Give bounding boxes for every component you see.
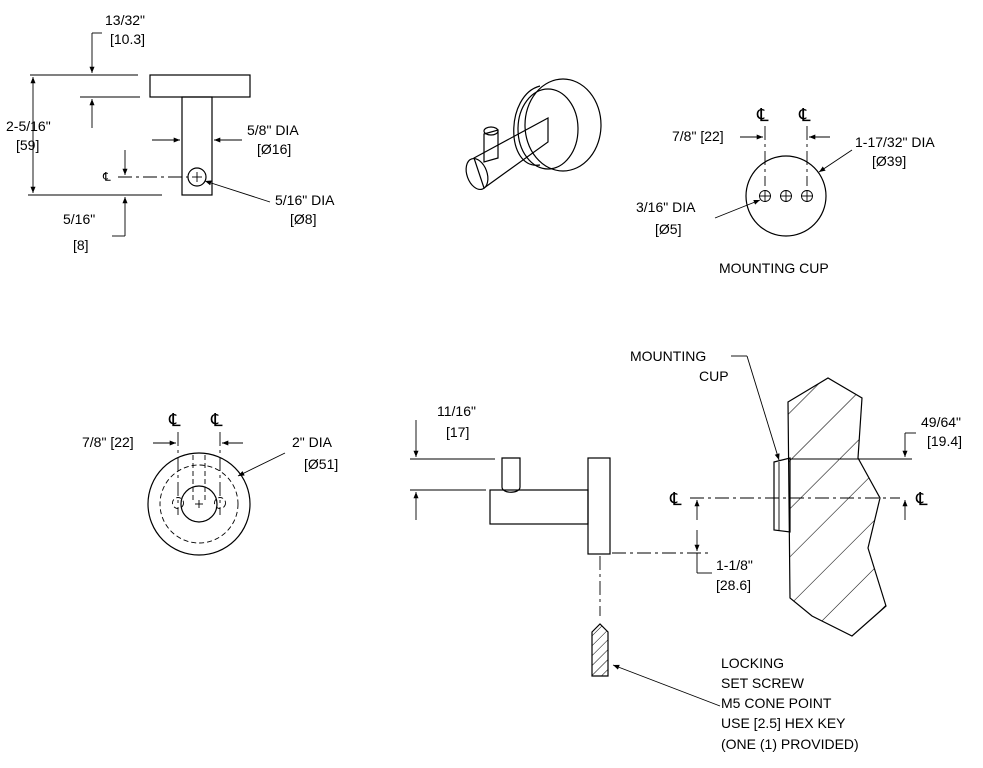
screw-note-line-3: M5 CONE POINT (721, 695, 832, 711)
side-offset-dim: 5/16" (63, 211, 95, 227)
set-screw (591, 623, 609, 677)
rear-centerline-mark-right: ℄ (210, 410, 223, 430)
screw-note-line-2: SET SCREW (721, 675, 805, 691)
iso-flange-front (517, 88, 579, 170)
rear-post-circle (180, 485, 218, 523)
rear-view: ℄ ℄ 7/8" [22] 2" DIA [Ø51] (82, 410, 338, 556)
side-height-dim: 2-5/16" (6, 118, 51, 134)
install-wall-offset: 49/64" (921, 414, 961, 430)
install-height-dim-mm: [28.6] (716, 577, 751, 593)
screw-note-line-4: USE [2.5] HEX KEY (721, 715, 846, 731)
side-hole-dia: 5/16" DIA (275, 192, 335, 208)
install-flange (587, 457, 611, 555)
side-hole-dia-mm: [Ø8] (290, 211, 316, 227)
rear-centerline-mark-left: ℄ (168, 410, 181, 430)
cup-hole-dia-mm: [Ø5] (655, 221, 681, 237)
side-top-dim-mm: [10.3] (110, 31, 145, 47)
install-post-dim-mm: [17] (446, 424, 469, 440)
cup-caption: MOUNTING CUP (719, 260, 829, 276)
cup-centerline-mark-right: ℄ (798, 105, 811, 125)
isometric-view (465, 78, 602, 191)
cup-outer-dia: 1-17/32" DIA (855, 134, 935, 150)
install-height-dim: 1-1/8" (716, 557, 753, 573)
side-centerline-mark: ℄ (102, 170, 111, 184)
install-centerline-mark-right: ℄ (915, 489, 928, 509)
rear-outer-dia-mm: [Ø51] (304, 456, 338, 472)
install-wall-offset-mm: [19.4] (927, 433, 962, 449)
install-post-dim: 11/16" (437, 403, 476, 419)
rear-outer-circle (147, 452, 251, 556)
cup-outer-dia-mm: [Ø39] (872, 153, 906, 169)
rear-outer-dia: 2" DIA (292, 434, 333, 450)
screw-note-line-1: LOCKING (721, 655, 784, 671)
side-post-dia: 5/8" DIA (247, 122, 299, 138)
side-top-dim: 13/32" (105, 12, 145, 28)
install-arm (489, 489, 589, 525)
side-offset-dim-mm: [8] (73, 237, 89, 253)
install-post (501, 457, 521, 493)
side-post (181, 96, 213, 196)
mounting-cup-view: ℄ ℄ 7/8" [22] 1-17/32" DIA [Ø39] 3/16" D… (636, 105, 935, 276)
install-mounting-cup (773, 457, 791, 533)
install-view: ℄ ℄ 11/16" [17] 1-1/8" [28.6] 49/64" [19… (410, 348, 962, 752)
cup-outline (745, 155, 827, 237)
cup-holes (759, 190, 813, 202)
cup-centerline-mark-left: ℄ (756, 105, 769, 125)
iso-flange-back (524, 78, 602, 172)
screw-note-line-5: (ONE (1) PROVIDED) (721, 736, 859, 752)
install-centerline-mark-left: ℄ (669, 489, 682, 509)
side-post-dia-mm: [Ø16] (257, 141, 291, 157)
wall-section (787, 377, 887, 637)
iso-post (483, 129, 499, 163)
install-mounting-cup-label-2: CUP (699, 368, 729, 384)
side-view: ℄ 2-5/16" [59] 13/32" [10.3] 5/8" DIA [Ø… (6, 12, 335, 253)
cup-spacing: 7/8" [22] (672, 128, 724, 144)
side-flange (149, 74, 251, 98)
install-mounting-cup-label: MOUNTING (630, 348, 706, 364)
cup-hole-dia: 3/16" DIA (636, 199, 696, 215)
rear-cup-hidden (159, 464, 239, 544)
rear-spacing: 7/8" [22] (82, 434, 134, 450)
side-height-dim-mm: [59] (16, 137, 39, 153)
